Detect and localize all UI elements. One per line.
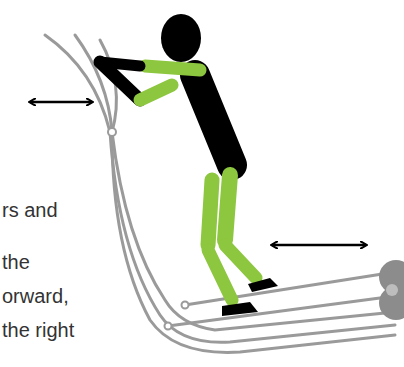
motion-arrow <box>30 101 92 104</box>
motion-arrow <box>272 244 366 247</box>
stick-figure <box>100 62 256 300</box>
foot <box>222 302 258 316</box>
figure-head <box>161 14 201 62</box>
body-text-fragment: orward, <box>2 284 69 308</box>
pedal-pivot <box>182 302 189 309</box>
handle-pivot <box>108 128 116 136</box>
pedal-pivot <box>165 323 172 330</box>
foot <box>248 278 278 292</box>
body-text-fragment: the right <box>2 318 74 342</box>
trainer-frame <box>45 35 395 352</box>
body-text-fragment: rs and <box>2 198 58 222</box>
flywheel-hub <box>386 284 398 296</box>
body-text-fragment: the <box>2 250 30 274</box>
